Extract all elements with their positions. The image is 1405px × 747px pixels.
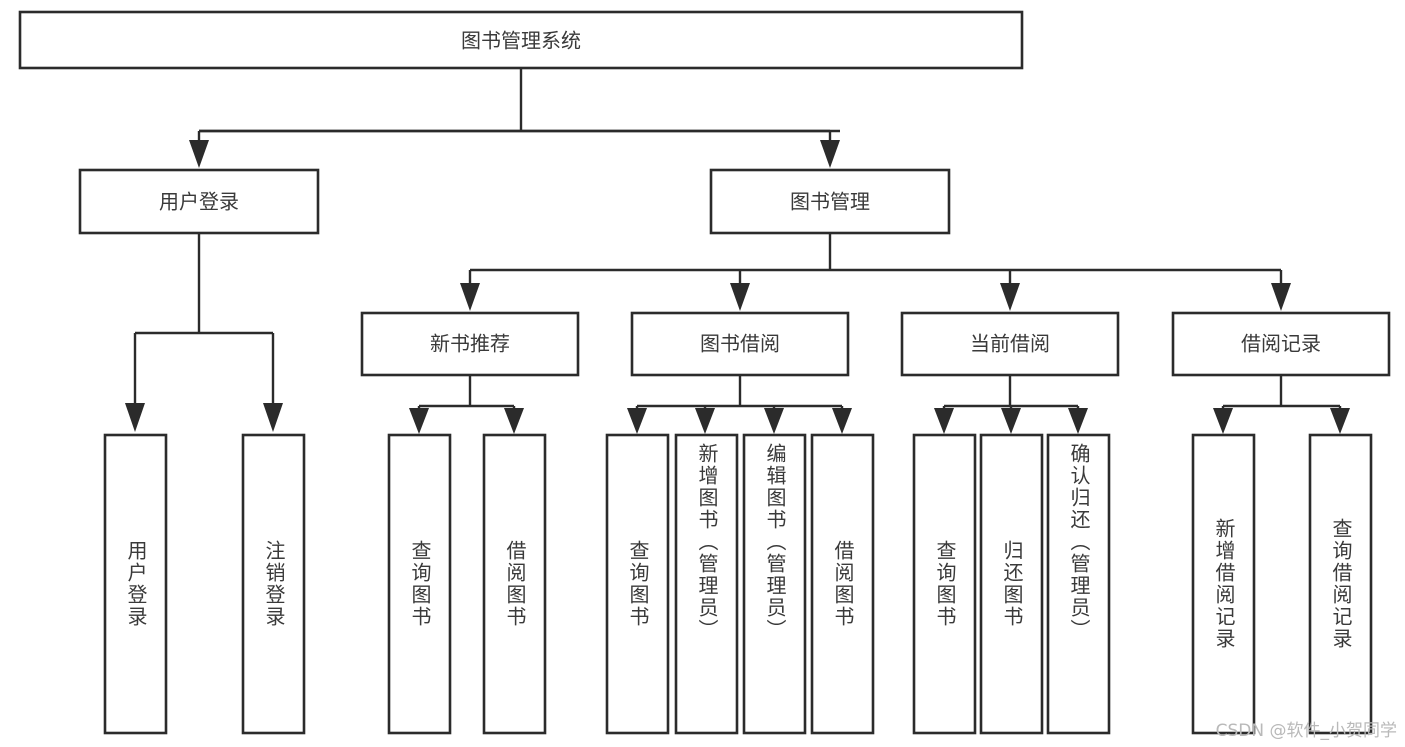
leaf-label-query-record: 查询借阅记录 [1329,518,1353,650]
mask [840,124,1320,140]
leaf-edit-book[interactable]: 编辑图书（管理员） [744,435,805,733]
leaf-label-query-book-3: 查询图书 [933,540,957,628]
root-box [18,10,1024,70]
arrow-head-icon [1000,283,1020,311]
new-book-rec-box [360,311,580,377]
arrow-head-icon [1271,283,1291,311]
leaf-query-book-2[interactable]: 查询图书 [607,435,668,733]
connector-user-login-to-leaves [125,233,283,432]
user-login-label: 用户登录 [159,190,239,214]
leaf-confirm-return[interactable]: 确认归还（管理员） [1048,435,1109,733]
leaf-label-user-login: 用户登录 [124,540,148,628]
connector-new-book-rec-to-leaves [409,375,524,434]
leaf-box-user-logout[interactable] [241,433,306,735]
connector-book-manage-to-level3 [460,233,1291,311]
borrow-record-label: 借阅记录 [1241,332,1321,356]
leaf-label-edit-book: 编辑图书（管理员） [763,443,787,641]
root-label: 图书管理系统 [461,29,581,53]
leaf-box-query-book-2[interactable] [605,433,670,735]
leaf-query-book-1[interactable]: 查询图书 [389,435,450,733]
leaf-borrow-book-2[interactable]: 借阅图书 [812,435,873,733]
leaf-query-record[interactable]: 查询借阅记录 [1310,435,1371,733]
node-book-borrow[interactable]: 图书借阅 [630,311,850,377]
current-borrow-label: 当前借阅 [970,332,1050,356]
node-new-book-rec[interactable]: 新书推荐 [360,311,580,377]
book-borrow-box [630,311,850,377]
leaf-box-add-record[interactable] [1191,433,1256,735]
new-book-rec-label: 新书推荐 [430,332,510,356]
book-manage-box [709,168,951,235]
leaf-user-logout[interactable]: 注销登录 [243,435,304,733]
book-borrow-label: 图书借阅 [700,332,780,356]
connector-book-borrow-to-leaves [627,375,852,434]
leaf-borrow-book-1[interactable]: 借阅图书 [484,435,545,733]
leaf-label-query-book-1: 查询图书 [408,540,432,628]
borrow-record-box [1171,311,1391,377]
node-book-manage[interactable]: 图书管理 [709,168,951,235]
leaf-query-book-3[interactable]: 查询图书 [914,435,975,733]
leaf-box-edit-book[interactable] [742,433,807,735]
leaf-label-add-record: 新增借阅记录 [1212,518,1236,650]
arrow-head-icon [189,140,209,168]
arrow-head-icon [460,283,480,311]
node-current-borrow[interactable]: 当前借阅 [900,311,1120,377]
leaf-return-book[interactable]: 归还图书 [981,435,1042,733]
node-user-login[interactable]: 用户登录 [78,168,320,235]
current-borrow-box [900,311,1120,377]
leaf-user-login[interactable]: 用户登录 [105,435,166,733]
leaf-box-return-book[interactable] [979,433,1044,735]
connector-borrow-record-to-leaves [1213,375,1350,434]
node-borrow-record[interactable]: 借阅记录 [1171,311,1391,377]
leaf-box-add-book[interactable] [674,433,739,735]
leaf-box-borrow-book-1[interactable] [482,433,547,735]
arrow-head-icon [263,403,283,432]
node-root[interactable]: 图书管理系统 [18,10,1024,70]
leaf-label-return-book: 归还图书 [1000,540,1024,628]
leaf-add-book[interactable]: 新增图书（管理员） [676,435,737,733]
leaf-label-user-logout: 注销登录 [262,540,286,628]
leaf-label-add-book: 新增图书（管理员） [695,443,719,641]
leaf-add-record[interactable]: 新增借阅记录 [1193,435,1254,733]
book-manage-label: 图书管理 [790,190,870,214]
leaf-box-query-book-1[interactable] [387,433,452,735]
leaf-box-borrow-book-2[interactable] [810,433,875,735]
leaf-label-borrow-book-1: 借阅图书 [503,540,527,628]
leaf-box-user-login[interactable] [103,433,168,735]
connector-current-borrow-to-leaves [934,375,1088,434]
leaf-label-query-book-2: 查询图书 [626,540,650,628]
arrow-head-icon [125,403,145,432]
leaf-box-query-record[interactable] [1308,433,1373,735]
leaf-box-query-book-3[interactable] [912,433,977,735]
leaf-box-confirm-return[interactable] [1046,433,1111,735]
connector-root-to-level2 [189,68,1311,168]
leaf-label-borrow-book-2: 借阅图书 [831,540,855,628]
arrow-head-icon [730,283,750,311]
leaf-label-confirm-return: 确认归还（管理员） [1067,443,1091,641]
arrow-head-icon [820,140,840,168]
watermark-text: CSDN @软件_小贺同学 [1215,721,1397,741]
